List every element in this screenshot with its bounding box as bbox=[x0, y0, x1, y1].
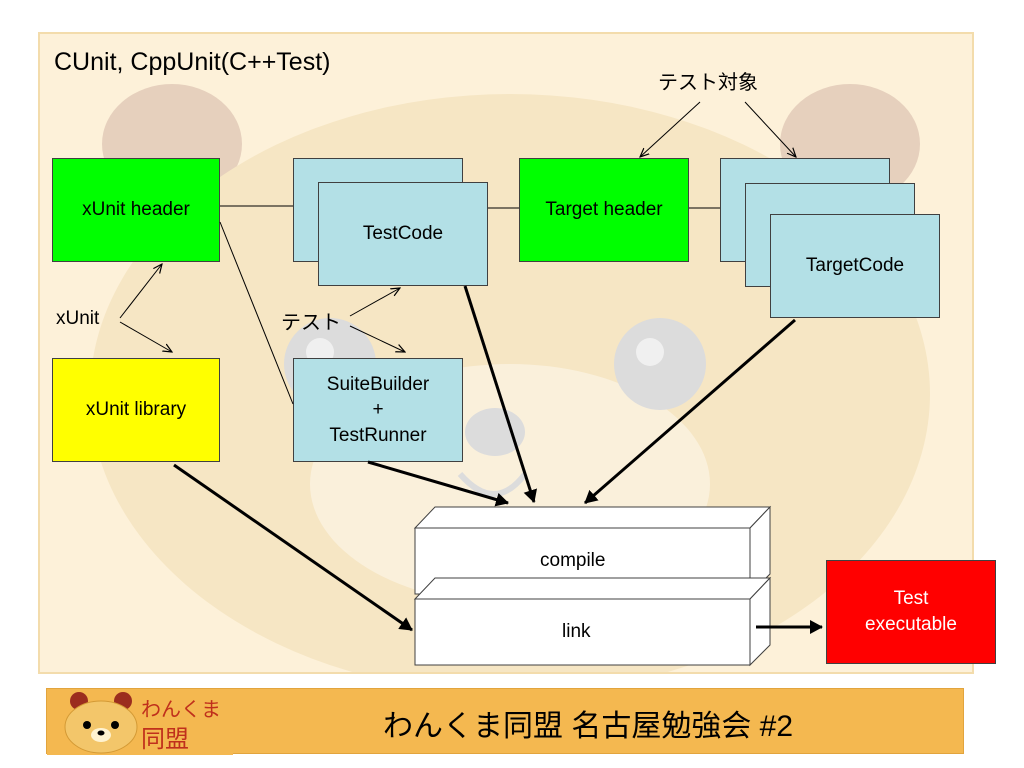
bear-logo-icon bbox=[47, 689, 233, 755]
xunit-library-box: xUnit library bbox=[52, 358, 220, 462]
logo-text-line1: わんくま bbox=[141, 699, 221, 721]
arrow-xunit-to-library bbox=[119, 321, 172, 352]
arrow-targetcode-to-compile bbox=[584, 318, 796, 505]
test-executable-box: Test executable bbox=[826, 560, 996, 664]
suitebuilder-label: SuiteBuilder + TestRunner bbox=[326, 373, 430, 446]
arrow-xunit-to-header bbox=[119, 264, 162, 319]
arrow-testcode-to-compile bbox=[463, 285, 538, 503]
xunit-library-label: xUnit library bbox=[85, 399, 187, 421]
xunit-header-box: xUnit header bbox=[52, 158, 220, 262]
test-executable-label: Test executable bbox=[865, 588, 957, 635]
slide-title: CUnit, CppUnit(C++Test) bbox=[54, 48, 331, 76]
testcode-label: TestCode bbox=[362, 223, 444, 245]
targetcode-label: TargetCode bbox=[805, 255, 905, 277]
link-label: link bbox=[562, 621, 591, 642]
test-label: テスト bbox=[281, 312, 341, 334]
logo-text-line2: 同盟 bbox=[141, 726, 189, 753]
footer-bar: わんくま 同盟 わんくま同盟 名古屋勉強会 #2 bbox=[46, 688, 964, 755]
link-block bbox=[413, 576, 772, 667]
arrow-test-to-testcode bbox=[349, 288, 400, 317]
connector-header-suitebuilder bbox=[219, 221, 294, 405]
suitebuilder-box: SuiteBuilder + TestRunner bbox=[293, 358, 463, 462]
footer-title: わんくま同盟 名古屋勉強会 #2 bbox=[383, 710, 794, 743]
arrow-test-to-suitebuilder bbox=[349, 325, 405, 352]
testcode-box: TestCode bbox=[318, 182, 488, 286]
target-header-label: Target header bbox=[545, 199, 663, 221]
xunit-header-label: xUnit header bbox=[82, 199, 190, 221]
test-target-label: テスト対象 bbox=[658, 72, 758, 94]
arrow-library-to-link bbox=[173, 463, 413, 632]
target-header-box: Target header bbox=[519, 158, 689, 262]
compile-label: compile bbox=[540, 550, 606, 571]
arrow-target-to-code bbox=[744, 101, 796, 157]
arrow-target-to-header bbox=[640, 101, 701, 157]
arrow-suitebuilder-to-compile bbox=[367, 460, 509, 507]
targetcode-box: TargetCode bbox=[770, 214, 940, 318]
xunit-label: xUnit bbox=[56, 308, 100, 329]
